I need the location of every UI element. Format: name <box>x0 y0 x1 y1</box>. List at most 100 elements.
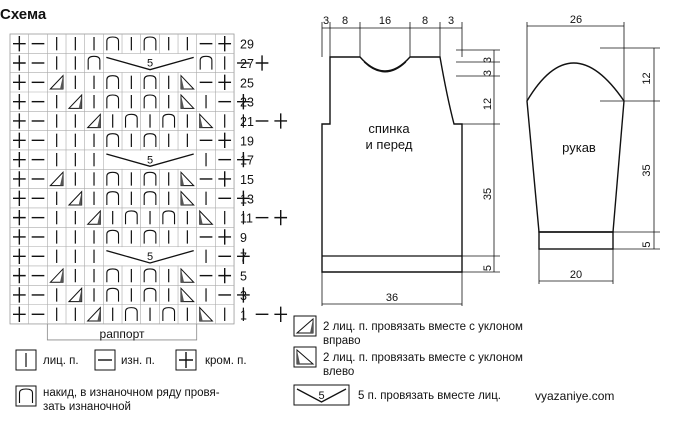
row-number: 23 <box>240 96 254 110</box>
row-number: 17 <box>240 154 254 168</box>
k2tog-left-shade <box>181 268 185 283</box>
edge-stitch-symbol <box>13 151 26 168</box>
yarn-over-symbol <box>143 94 157 109</box>
k5tog-cell <box>103 150 197 169</box>
legend-yarn-over-box <box>15 385 37 407</box>
body-top-dimension: 3 <box>448 15 454 27</box>
sleeve-right-dimension: 35 <box>641 164 653 176</box>
k5tog-cell <box>103 53 197 73</box>
k5tog-number: 5 <box>147 251 153 263</box>
k2tog-left-shade <box>181 172 185 186</box>
body-right-dimension: 35 <box>482 188 494 200</box>
sleeve-top-dimension: 26 <box>570 14 582 26</box>
legend-icons: 5 <box>15 315 350 407</box>
edge-stitch-symbol <box>274 113 288 129</box>
edge-stitch-symbol <box>237 151 250 168</box>
legend-k5tog-box <box>293 384 350 406</box>
yarn-over-symbol <box>143 191 157 205</box>
edge-stitch-symbol <box>274 306 288 322</box>
yarn-over-symbol <box>106 94 120 109</box>
raport-label: раппорт <box>100 327 145 341</box>
body-width: 36 <box>386 292 398 304</box>
body-right-dimension: 5 <box>482 265 494 271</box>
row-number: 1 <box>240 308 247 322</box>
row-number: 29 <box>240 38 254 52</box>
body-label-line2: и перед <box>366 137 413 152</box>
body-top-dimension: 8 <box>342 15 348 27</box>
row-number: 11 <box>240 212 253 226</box>
neck-line <box>363 61 407 73</box>
edge-stitch-symbol <box>13 93 26 110</box>
row-number: 5 <box>240 270 247 284</box>
edge-stitch-symbol <box>13 267 26 284</box>
body-top-dimension: 16 <box>379 15 391 27</box>
edge-stitch-symbol <box>218 267 232 284</box>
body-right-dimension: 12 <box>482 98 494 110</box>
page-title: Схема <box>0 6 47 23</box>
yarn-over-symbol <box>162 210 176 225</box>
yarn-over-symbol <box>143 268 157 283</box>
k2tog-right-shade <box>310 319 313 333</box>
body-top-dimension: 3 <box>323 15 329 27</box>
edge-stitch-symbol <box>13 74 26 90</box>
k5tog-symbol <box>296 388 347 403</box>
k5tog-number: 5 <box>318 390 324 402</box>
yarn-over-symbol <box>87 55 101 70</box>
k2tog-right-shade <box>60 172 64 186</box>
row-number: 21 <box>240 115 254 129</box>
legend-knit-label: лиц. п. <box>43 355 79 367</box>
k5tog-number: 5 <box>147 154 153 166</box>
edge-stitch-symbol <box>237 93 250 110</box>
edge-stitch-symbol <box>13 132 26 148</box>
sleeve-bottom-dimension: 20 <box>570 269 582 281</box>
legend-purl-label: изн. п. <box>121 355 155 367</box>
edge-stitch-symbol <box>237 190 250 206</box>
edge-stitch-symbol <box>13 55 26 71</box>
website-url: vyazaniye.com <box>535 389 615 403</box>
row-number: 13 <box>240 192 254 206</box>
legend-yarn-over-label: накид, в изнаночном ряду провя- зать изн… <box>43 387 220 413</box>
raport-bracket <box>46 323 198 341</box>
legend-k2tog-left-label: 2 лиц. п. провязать вместе с уклоном вле… <box>323 352 523 378</box>
body-right-dimension: 3 <box>482 57 494 63</box>
k2tog-right-shade <box>78 94 82 109</box>
k5tog-symbol <box>106 153 194 167</box>
row-number: 25 <box>240 76 254 90</box>
edge-stitch-symbol <box>218 171 232 187</box>
edge-stitch-symbol <box>13 248 26 264</box>
yarn-over-symbol <box>106 287 120 302</box>
yarn-over-symbol <box>124 210 138 225</box>
yarn-over-symbol <box>106 229 120 244</box>
yarn-over-symbol <box>106 133 120 147</box>
yarn-over-symbol <box>106 171 120 186</box>
k2tog-right-shade <box>97 307 101 321</box>
edge-stitch-symbol <box>218 74 232 90</box>
yarn-over-symbol <box>143 36 157 51</box>
yarn-over-symbol <box>143 171 157 186</box>
body-right-dimension: 3 <box>482 70 494 76</box>
legend-k5tog-label: 5 п. провязать вместе лиц. <box>358 390 501 402</box>
yarn-over-symbol <box>162 113 176 128</box>
yarn-over-symbol <box>106 75 120 89</box>
yarn-over-symbol <box>199 55 213 70</box>
legend-k2tog-right-label: 2 лиц. п. провязать вместе с уклоном впр… <box>323 321 523 347</box>
edge-stitch-symbol <box>237 248 250 264</box>
k2tog-left-shade <box>181 288 185 302</box>
yarn-over-symbol <box>124 307 138 321</box>
k2tog-left-shade <box>199 307 203 321</box>
edge-stitch-symbol <box>13 113 26 129</box>
body-outline <box>321 56 463 273</box>
yarn-over-symbol <box>18 388 34 403</box>
edge-stitch-symbol <box>13 209 26 226</box>
yarn-over-symbol <box>162 307 176 321</box>
body-label: спинка <box>368 121 410 136</box>
k2tog-left-shade <box>181 75 185 89</box>
yarn-over-symbol <box>143 287 157 302</box>
sleeve-right-dimension: 5 <box>641 241 653 247</box>
body-top-dimension: 8 <box>422 15 428 27</box>
edge-stitch-symbol <box>179 352 193 368</box>
